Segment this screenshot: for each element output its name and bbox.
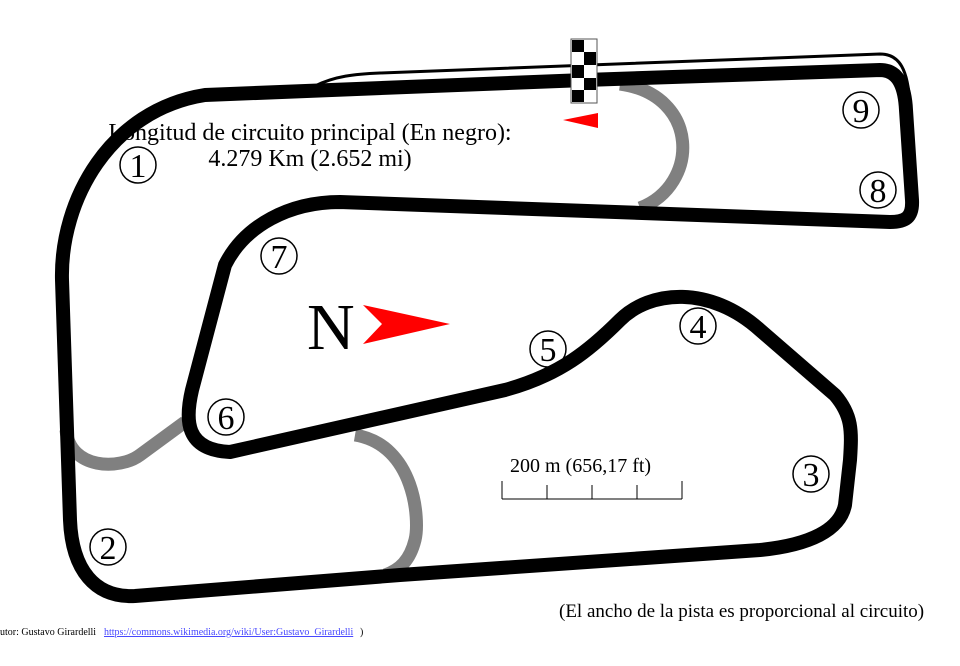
corner-9: 9: [853, 93, 870, 130]
title-line-2: 4.279 Km (2.652 mi): [208, 146, 412, 172]
alt-section-top: [618, 77, 690, 215]
corner-3: 3: [803, 457, 820, 494]
alt-section-bottom: [353, 428, 423, 582]
corner-2: 2: [100, 530, 117, 567]
start-finish-flag-icon: [570, 38, 598, 104]
corner-8: 8: [870, 173, 887, 210]
title-line-1: Longitud de circuito principal (En negro…: [108, 120, 512, 146]
outer-track-line: [314, 52, 912, 106]
corner-5: 5: [540, 332, 557, 369]
author-link[interactable]: https://commons.wikimedia.org/wiki/User:…: [104, 627, 354, 638]
main-track: [54, 63, 920, 604]
author-credit: utor: Gustavo Girardelli: [0, 627, 97, 638]
credit-closing: ): [360, 627, 364, 638]
scale-label: 200 m (656,17 ft): [510, 455, 652, 477]
width-note: (El ancho de la pista es proporcional al…: [559, 601, 925, 622]
direction-arrow-icon: [563, 113, 598, 128]
circuit-length-title: Longitud de circuito principal (En negro…: [100, 120, 520, 172]
corner-1: 1: [130, 148, 147, 185]
corner-7: 7: [271, 239, 288, 276]
north-label: N: [307, 291, 355, 364]
scale-bar: [501, 481, 683, 500]
corner-4: 4: [690, 309, 707, 346]
corner-6: 6: [218, 400, 235, 437]
north-arrow-icon: [363, 305, 450, 344]
alt-section-left: [59, 416, 189, 471]
